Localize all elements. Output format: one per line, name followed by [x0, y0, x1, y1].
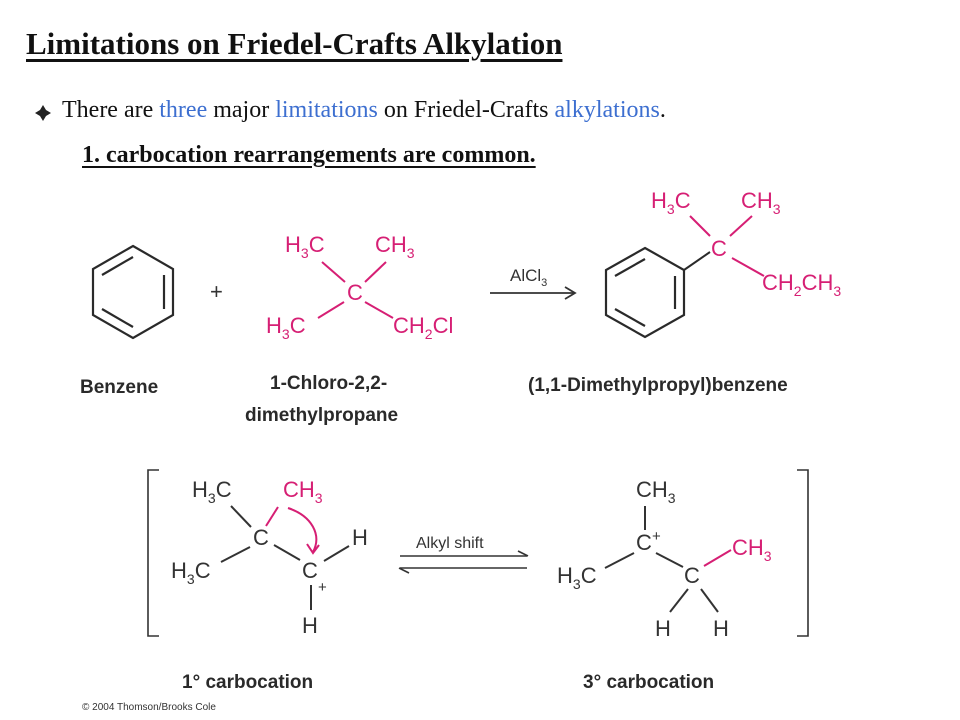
tertiary-carbocation-label: 3° carbocation	[583, 672, 714, 693]
atom-ch2ch3-product: CH2CH3	[762, 270, 841, 299]
reagent-alcl3: AlCl3	[510, 266, 547, 289]
primary-carbocation: H3C CH3 C H3C C + H H	[171, 477, 368, 638]
equilibrium-arrows	[398, 550, 529, 574]
highlight-alkylations: alkylations	[554, 97, 660, 123]
charge-plus-3: +	[652, 528, 661, 545]
atom-c-product: C	[711, 236, 727, 261]
product-substituent: H3C CH3 C CH2CH3	[651, 188, 841, 299]
atom-c-cation-1: C	[302, 558, 318, 583]
atom-c-cation-3: C	[636, 530, 652, 555]
alkyl-shift-label: Alkyl shift	[416, 535, 484, 552]
diamond-bullet-icon	[35, 105, 51, 121]
atom-h3c-3: H3C	[557, 563, 597, 592]
atom-ch3-product: CH3	[741, 188, 781, 217]
bullet-point: There are three major limitations on Fri…	[62, 97, 666, 123]
atom-h3c-top: H3C	[285, 232, 325, 261]
atom-c-center: C	[347, 280, 363, 305]
atom-h3c-1b: H3C	[171, 558, 211, 587]
benzene-name: Benzene	[80, 377, 158, 398]
atom-h3c-product: H3C	[651, 188, 691, 217]
atom-h-3b: H	[713, 616, 729, 641]
product-name: (1,1-Dimethylpropyl)benzene	[528, 375, 788, 396]
atom-h3c-1a: H3C	[192, 477, 232, 506]
product-benzene-ring	[604, 246, 686, 339]
reaction-arrow	[490, 286, 577, 300]
atom-ch3-3a: CH3	[636, 477, 676, 506]
atom-c-3b: C	[684, 563, 700, 588]
mechanism-brackets	[147, 469, 809, 637]
reactant-name-line1: 1-Chloro-2,2-	[270, 373, 387, 394]
reactant-molecule: H3C CH3 C H3C CH2Cl	[266, 232, 453, 342]
atom-h-1b: H	[302, 613, 318, 638]
curved-arrow-icon	[287, 507, 318, 553]
atom-h-3a: H	[655, 616, 671, 641]
charge-plus-1: +	[318, 579, 327, 596]
atom-c-1: C	[253, 525, 269, 550]
atom-h-1a: H	[352, 525, 368, 550]
tertiary-carbocation: CH3 C + H3C CH3 C H H	[557, 477, 772, 641]
atom-ch3-top: CH3	[375, 232, 415, 261]
reactant-name-line2: dimethylpropane	[245, 405, 398, 426]
copyright-notice: © 2004 Thomson/Brooks Cole	[82, 702, 216, 713]
atom-h3c-bottom: H3C	[266, 313, 306, 342]
highlight-three: three	[159, 97, 208, 123]
benzene-ring	[91, 244, 175, 340]
highlight-limitations: limitations	[275, 97, 378, 123]
atom-ch3-migrating: CH3	[283, 477, 323, 506]
slide-title: Limitations on Friedel-Crafts Alkylation	[26, 26, 563, 61]
primary-carbocation-label: 1° carbocation	[182, 672, 313, 693]
subpoint-rearrangements: 1. carbocation rearrangements are common…	[82, 142, 536, 168]
atom-ch3-shifted: CH3	[732, 535, 772, 564]
atom-ch2cl: CH2Cl	[393, 313, 453, 342]
plus-sign: +	[210, 279, 223, 304]
